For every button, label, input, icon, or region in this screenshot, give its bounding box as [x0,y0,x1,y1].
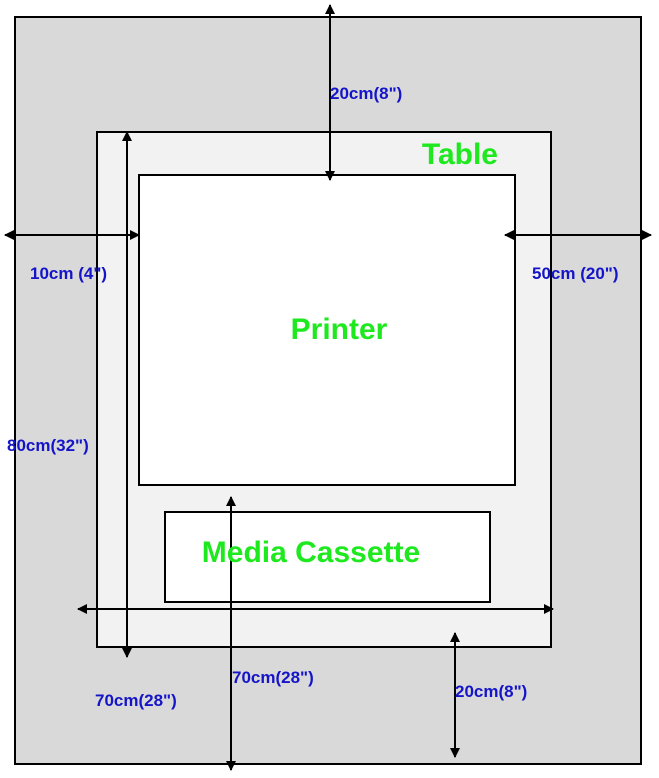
left-clearance-label: 10cm (4") [30,264,107,283]
center-vertical-label: 70cm(28") [232,668,314,687]
media-cassette-box [164,511,491,603]
table-width-label: 70cm(28") [95,691,177,710]
right-clearance-label: 50cm (20") [532,264,619,283]
bottom-clearance-label: 20cm(8") [455,682,527,701]
media-cassette-label: Media Cassette [202,536,420,569]
top-clearance-label: 20cm(8") [330,84,402,103]
printer-label: Printer [291,313,388,346]
table-depth-label: 80cm(32") [7,436,89,455]
table-label: Table [422,138,498,171]
